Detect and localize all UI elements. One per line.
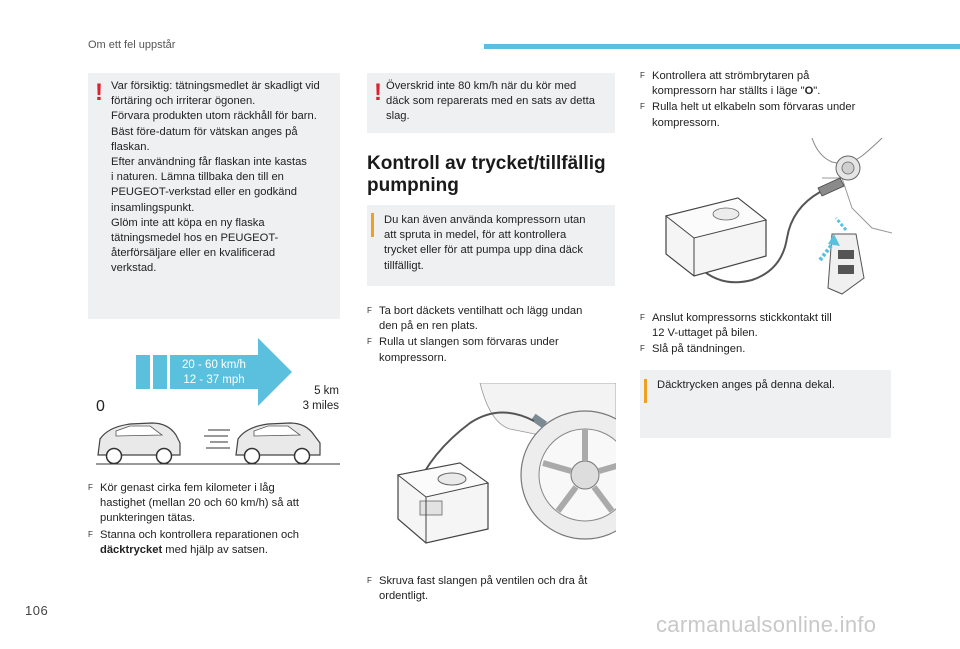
info-box-compressor: Du kan även använda kompressorn utan att… (367, 205, 615, 286)
speed-kmh-label: 20 - 60 km/h (182, 359, 246, 371)
distance-miles-label: 3 miles (303, 400, 340, 412)
info-box-decal: Däcktrycken anges på denna dekal. (640, 370, 891, 438)
warning-text: Var försiktig: tätningsmedlet är skadlig… (111, 80, 320, 275)
distance-km-label: 5 km (314, 385, 339, 397)
speed-mph-label: 12 - 37 mph (183, 374, 244, 386)
compressor-plug-illustration (664, 138, 892, 295)
section-title: Om ett fel uppstår (88, 39, 176, 51)
header-accent-bar (484, 44, 960, 49)
speed-distance-figure: 20 - 60 km/h 12 - 37 mph 0 5 km 3 miles (96, 338, 340, 465)
start-label: 0 (96, 398, 105, 415)
info-icon (371, 213, 374, 237)
info-text: Däcktrycken anges på denna dekal. (657, 379, 835, 391)
warning-box-speed: ! Överskrid inte 80 km/h när du kör med … (367, 73, 615, 133)
car-icon (97, 422, 181, 465)
page-number: 106 (25, 603, 49, 618)
info-text: Du kan även använda kompressorn utan att… (384, 214, 586, 272)
info-icon (644, 379, 647, 403)
warning-text: Överskrid inte 80 km/h när du kör med dä… (386, 80, 595, 123)
warning-icon: ! (95, 79, 103, 106)
compressor-wheel-illustration (396, 383, 616, 544)
warning-box-sealant: ! Var försiktig: tätningsmedlet är skadl… (88, 73, 340, 319)
section-heading: Kontroll av trycket/tillfällig pumpning (367, 153, 606, 196)
warning-icon: ! (374, 79, 382, 106)
moving-car-icon (204, 422, 321, 465)
watermark: carmanualsonline.info (656, 612, 877, 637)
